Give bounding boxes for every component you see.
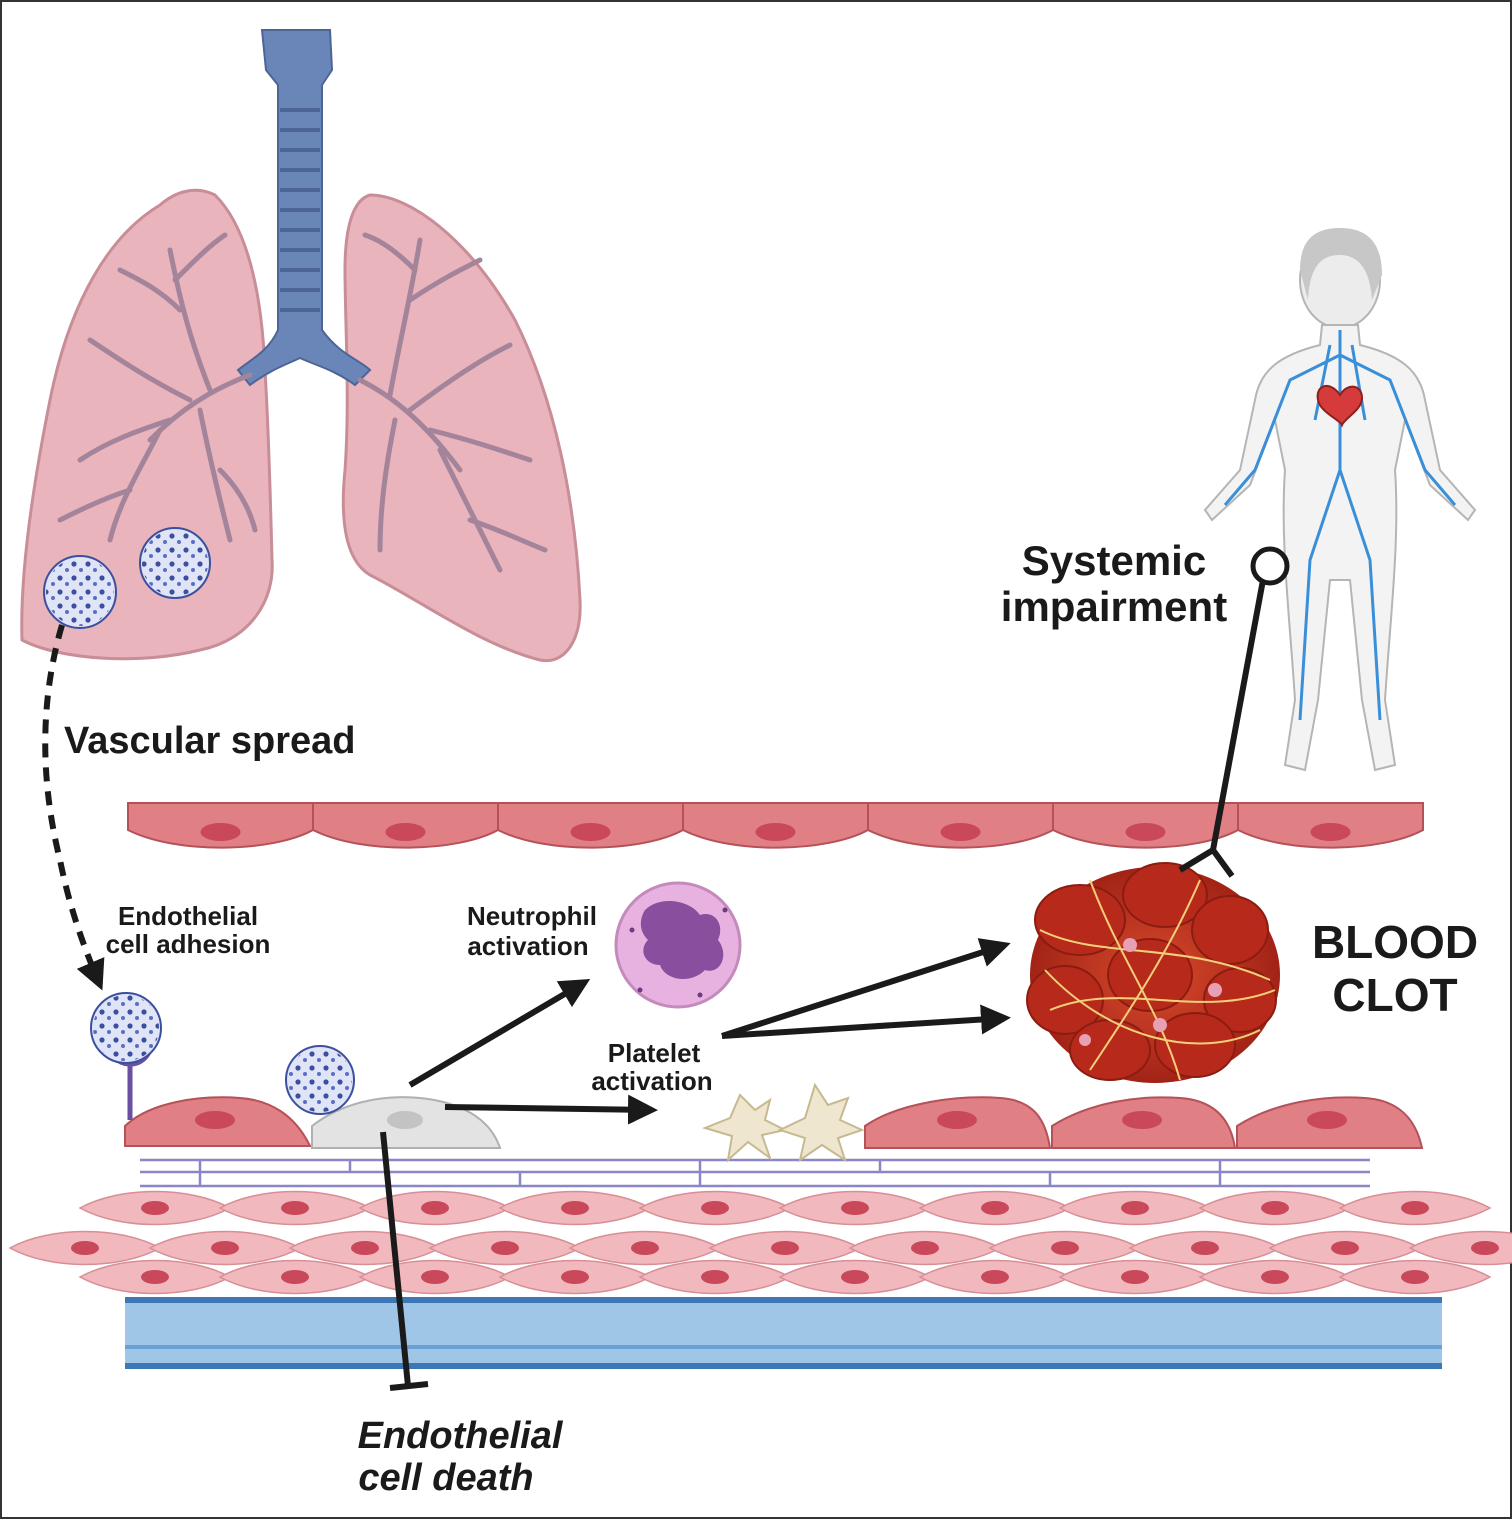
muscle-nucleus xyxy=(1051,1241,1079,1255)
endothelial-death-inhibitor xyxy=(380,1131,411,1387)
label-vascular-spread: Vascular spread xyxy=(64,720,356,762)
muscle-nucleus xyxy=(211,1241,239,1255)
muscle-nucleus xyxy=(281,1201,309,1215)
smooth-muscle-cell xyxy=(1408,1230,1512,1266)
virus-adhered xyxy=(90,992,162,1064)
cell-nucleus xyxy=(1310,823,1351,841)
label-endothelial-death-2: cell death xyxy=(358,1457,533,1499)
label-blood-clot-2: CLOT xyxy=(1332,969,1457,1021)
muscle-nucleus xyxy=(1121,1201,1149,1215)
label-systemic-1: Systemic xyxy=(1022,537,1206,584)
muscle-nucleus xyxy=(1121,1270,1149,1284)
clot-to-systemic-connector xyxy=(1178,579,1266,878)
muscle-nucleus xyxy=(561,1201,589,1215)
muscle-nucleus xyxy=(841,1201,869,1215)
muscle-nucleus xyxy=(981,1270,1009,1284)
cell-nucleus xyxy=(1125,823,1166,841)
right-lung xyxy=(341,193,582,663)
muscle-nucleus xyxy=(1401,1270,1429,1284)
cell-nucleus xyxy=(200,823,241,841)
cell-nucleus xyxy=(940,823,981,841)
muscle-nucleus xyxy=(561,1270,589,1284)
muscle-nucleus xyxy=(351,1241,379,1255)
left-lung xyxy=(20,188,274,661)
virus-endothelium xyxy=(285,1045,355,1115)
arrow-to-neutrophil xyxy=(408,978,591,1088)
labels: Vascular spread Endothelial cell adhesio… xyxy=(64,537,1478,1499)
label-endothelial-adhesion-1: Endothelial xyxy=(118,901,258,931)
heart-icon xyxy=(1316,385,1364,428)
muscle-nucleus xyxy=(141,1270,169,1284)
muscle-nucleus xyxy=(1471,1241,1499,1255)
systemic-connector-circle xyxy=(1250,546,1290,586)
muscle-nucleus xyxy=(1331,1241,1359,1255)
vascular-spread-arrow xyxy=(42,624,105,991)
label-platelet-2: activation xyxy=(591,1066,712,1096)
label-platelet-1: Platelet xyxy=(608,1038,701,1068)
muscle-nucleus xyxy=(701,1201,729,1215)
muscle-nucleus xyxy=(421,1201,449,1215)
muscle-nucleus xyxy=(1261,1201,1289,1215)
lungs-illustration xyxy=(20,29,582,663)
label-neutrophil-1: Neutrophil xyxy=(467,901,597,931)
virus-lung-2 xyxy=(139,527,211,599)
neutrophil xyxy=(614,881,742,1009)
muscle-nucleus xyxy=(771,1241,799,1255)
muscle-nucleus xyxy=(281,1270,309,1284)
muscle-nucleus xyxy=(71,1241,99,1255)
arrow-platelet-to-clot-upper xyxy=(721,938,1011,1039)
arrow-to-platelet xyxy=(444,1094,658,1125)
arrow-platelet-to-clot-lower xyxy=(721,1004,1011,1039)
muscle-nucleus xyxy=(1191,1241,1219,1255)
pathway-arrows xyxy=(380,579,1266,1391)
muscle-nucleus xyxy=(841,1270,869,1284)
muscle-nucleus xyxy=(701,1270,729,1284)
blood-clot xyxy=(1026,862,1280,1083)
cell-nucleus xyxy=(570,823,611,841)
endothelium-top xyxy=(127,802,1424,849)
cell-nucleus xyxy=(755,823,796,841)
muscle-nucleus xyxy=(141,1201,169,1215)
muscle-nucleus xyxy=(1401,1201,1429,1215)
adventitia-layer xyxy=(125,1297,1442,1369)
right-bronchial-tree xyxy=(357,232,548,573)
label-endothelial-death-1: Endothelial xyxy=(358,1415,564,1457)
label-neutrophil-2: activation xyxy=(467,931,588,961)
smooth-muscle-layer xyxy=(8,1190,1512,1295)
label-systemic-2: impairment xyxy=(1001,583,1227,630)
trachea xyxy=(236,29,372,387)
activated-platelets xyxy=(701,1082,865,1163)
cell-nucleus xyxy=(385,823,426,841)
muscle-nucleus xyxy=(981,1201,1009,1215)
muscle-nucleus xyxy=(631,1241,659,1255)
muscle-nucleus xyxy=(421,1270,449,1284)
muscle-nucleus xyxy=(491,1241,519,1255)
human-body-figure xyxy=(1203,228,1477,772)
label-endothelial-adhesion-2: cell adhesion xyxy=(106,929,271,959)
left-bronchial-tree xyxy=(57,232,258,543)
basement-membrane xyxy=(140,1158,1370,1188)
muscle-nucleus xyxy=(911,1241,939,1255)
virus-lung-1 xyxy=(43,555,117,629)
muscle-nucleus xyxy=(1261,1270,1289,1284)
label-blood-clot-1: BLOOD xyxy=(1312,916,1478,968)
